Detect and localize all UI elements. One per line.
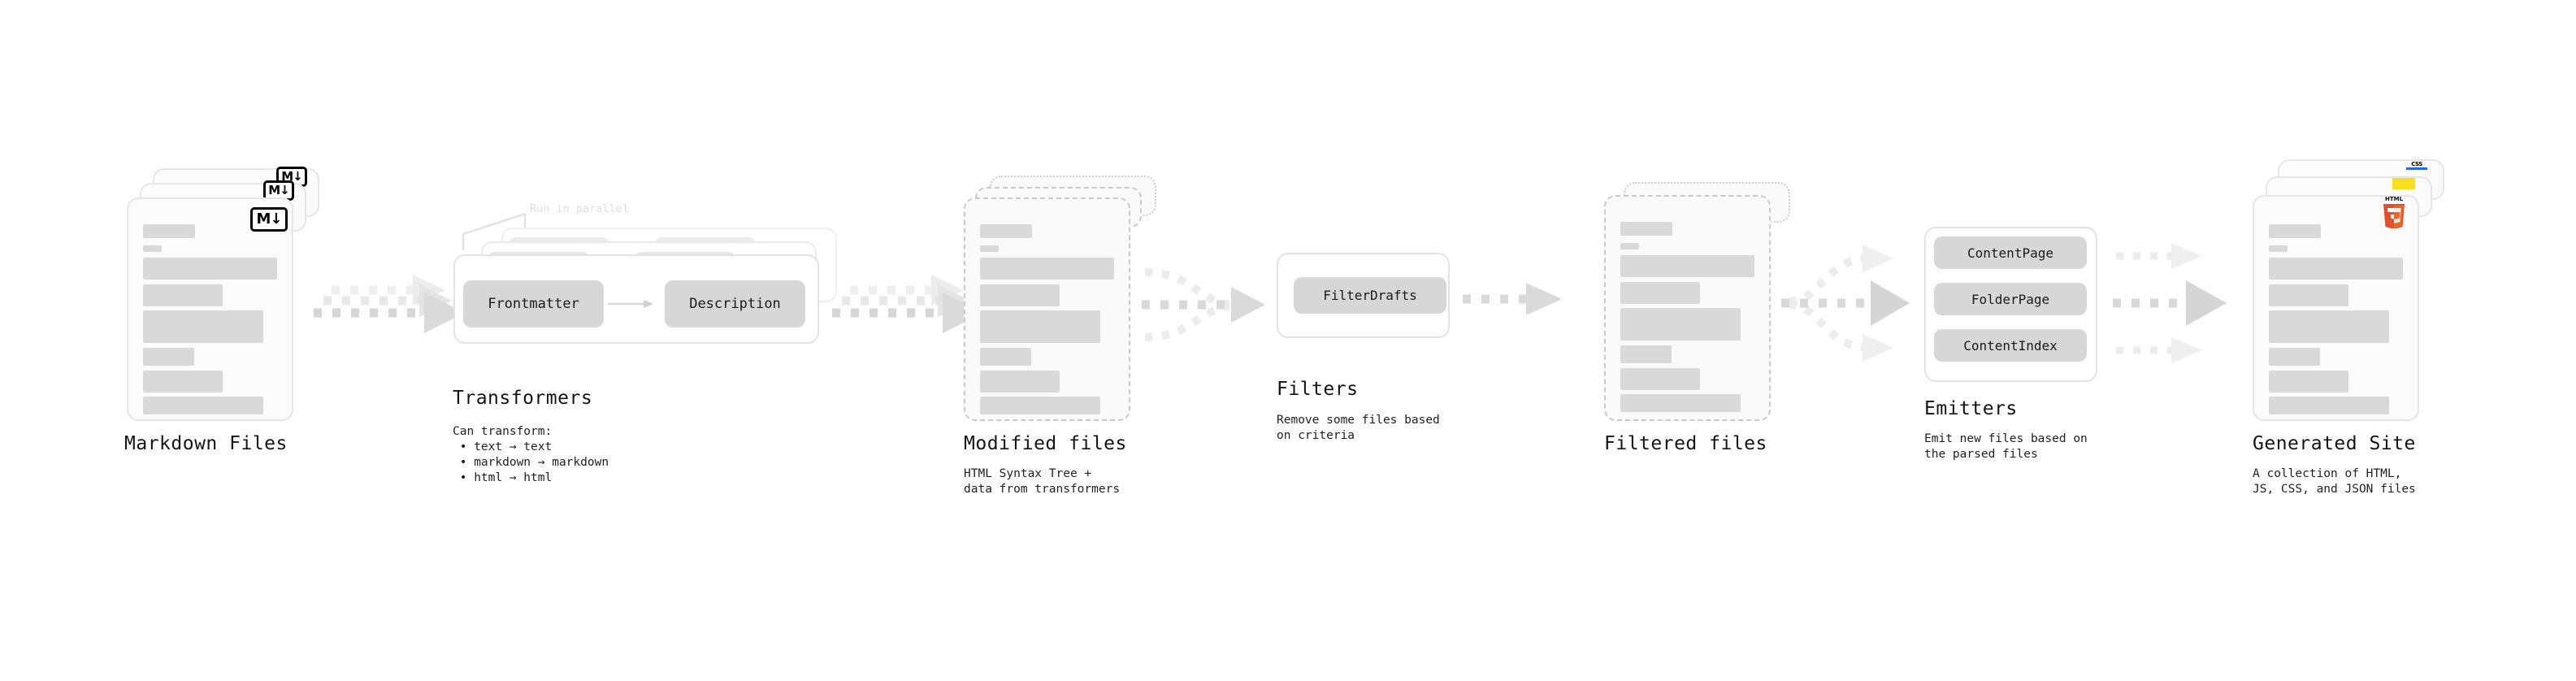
skeleton-bar (2269, 371, 2348, 393)
skeleton-bar (2269, 397, 2389, 414)
stage-caption-filters: Remove some files based on criteria (1277, 414, 1440, 442)
css3-icon: CSS (2405, 161, 2428, 172)
connector-markdown-to-transformers (314, 275, 465, 333)
skeleton-bar (1620, 308, 1741, 340)
markdown-icon-letter: M (268, 183, 280, 197)
emitter-pill-label: FolderPage (1971, 291, 2050, 307)
stage-caption-modified-files: HTML Syntax Tree + data from transformer… (964, 467, 1121, 496)
skeleton-bar (143, 397, 263, 414)
svg-text:HTML: HTML (2385, 196, 2404, 202)
emitter-pill-contentpage[interactable]: ContentPage (1934, 236, 2087, 269)
markdown-icon-letter: M (256, 210, 271, 228)
skeleton-bar (980, 284, 1060, 306)
javascript-icon (2392, 178, 2415, 189)
skeleton-bar (2269, 348, 2320, 366)
skeleton-bar (143, 245, 162, 252)
stage-caption-emitters: Emit new files based on the parsed files (1924, 432, 2088, 461)
skeleton-bar (980, 310, 1100, 343)
stage-title-emitters: Emitters (1924, 398, 2018, 419)
skeleton-bar (143, 258, 277, 280)
connector-filters-to-filtered-files (1463, 283, 1562, 315)
skeleton-bar (2269, 224, 2321, 238)
skeleton-bar (143, 348, 194, 366)
transformers-inner-arrow (608, 300, 653, 308)
stage-caption-generated-site: A collection of HTML, JS, CSS, and JSON … (2253, 467, 2416, 496)
connector-filtered-files-to-emitters (1781, 245, 1910, 362)
connector-modified-files-to-filters (1142, 268, 1265, 341)
markdown-icon-letter: M (281, 169, 293, 184)
transformer-pill-label: Frontmatter (488, 296, 579, 312)
html5-icon: HTML (2383, 196, 2405, 228)
stage-title-filtered-files: Filtered files (1604, 433, 1767, 454)
run-in-parallel-label: Run in parallel (530, 202, 629, 215)
stage-title-generated-site: Generated Site (2253, 433, 2416, 454)
connector-transformers-to-modified-files (832, 275, 983, 333)
css3-icon-bar (2406, 167, 2427, 170)
stage-title-markdown-files: Markdown Files (124, 433, 288, 454)
emitter-pill-label: ContentPage (1967, 245, 2053, 261)
stage-title-transformers: Transformers (453, 388, 593, 409)
skeleton-bar (1620, 222, 1672, 236)
skeleton-bar (1620, 282, 1700, 304)
transformer-pill-description[interactable]: Description (665, 280, 805, 327)
filter-pill-filterdrafts[interactable]: FilterDrafts (1294, 277, 1446, 314)
skeleton-bar (980, 224, 1032, 238)
css3-icon-label: CSS (2411, 161, 2422, 167)
skeleton-bar (980, 348, 1031, 366)
markdown-icon: M↓ (250, 207, 288, 232)
emitter-pill-folderpage[interactable]: FolderPage (1934, 283, 2087, 315)
skeleton-bar (2269, 284, 2348, 306)
stage-title-filters: Filters (1277, 379, 1359, 400)
run-in-parallel-bracket (462, 212, 527, 250)
filtered-card-front (1604, 195, 1771, 421)
stage-caption-transformers: Can transform: • text → text • markdown … (453, 425, 609, 484)
transformer-pill-label: Description (689, 296, 781, 312)
transformer-pill-frontmatter[interactable]: Frontmatter (463, 280, 604, 327)
skeleton-bar (980, 397, 1100, 414)
modified-card-front (964, 197, 1130, 421)
skeleton-bar (1620, 243, 1639, 249)
skeleton-bar (1620, 255, 1754, 277)
filter-pill-label: FilterDrafts (1323, 288, 1417, 303)
skeleton-bar (1620, 368, 1700, 390)
skeleton-bar (1620, 394, 1741, 412)
skeleton-bar (2269, 310, 2389, 343)
skeleton-bar (980, 258, 1114, 280)
skeleton-bar (980, 371, 1060, 393)
skeleton-bar (980, 245, 999, 252)
emitter-pill-contentindex[interactable]: ContentIndex (1934, 329, 2087, 362)
connector-emitters-to-generated-site (2113, 243, 2227, 363)
skeleton-bar (2269, 245, 2288, 252)
skeleton-bar (143, 284, 223, 306)
skeleton-bar (143, 310, 263, 343)
emitter-pill-label: ContentIndex (1963, 337, 2058, 354)
skeleton-bar (143, 224, 195, 238)
markdown-icon-arrow: ↓ (293, 169, 303, 184)
skeleton-bar (1620, 345, 1672, 363)
skeleton-bar (2269, 258, 2403, 280)
markdown-card-front (127, 197, 293, 421)
stage-title-modified-files: Modified files (964, 433, 1127, 454)
markdown-icon-arrow: ↓ (280, 183, 290, 197)
markdown-icon-arrow: ↓ (270, 210, 282, 228)
generated-card-front (2253, 195, 2419, 421)
skeleton-bar (143, 371, 223, 393)
